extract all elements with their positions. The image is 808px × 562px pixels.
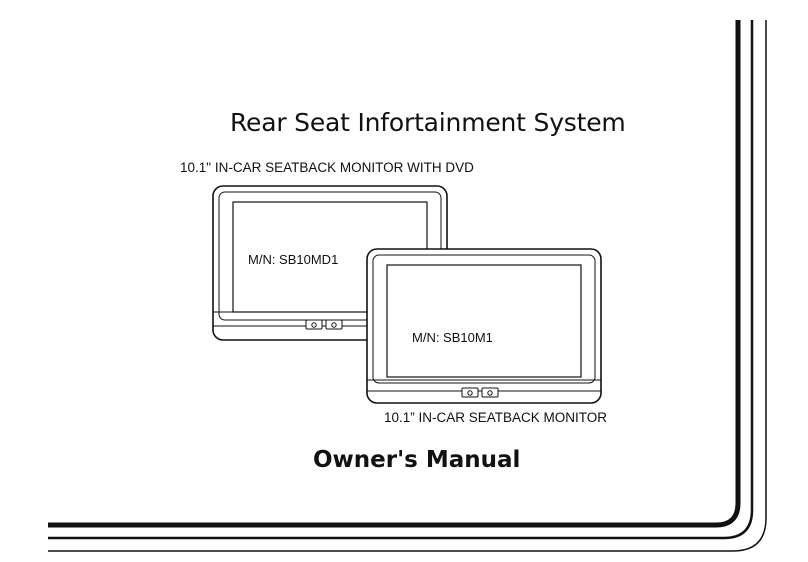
border-line-middle xyxy=(48,20,754,540)
model-number-monitor: M/N: SB10M1 xyxy=(412,330,493,345)
border-line-thin xyxy=(48,20,767,552)
border-line-thick xyxy=(48,20,741,528)
model-number-dvd: M/N: SB10MD1 xyxy=(248,252,339,267)
manual-title: Owner's Manual xyxy=(313,447,521,473)
monitor-buttons xyxy=(461,387,499,398)
product-name-monitor: 10.1” IN-CAR SEATBACK MONITOR xyxy=(384,410,608,425)
monitor-buttons-dvd xyxy=(305,319,343,330)
product-name-dvd: 10.1" IN-CAR SEATBACK MONITOR WITH DVD xyxy=(180,160,474,175)
monitor-illustration-dvd xyxy=(212,185,448,341)
page-title: Rear Seat Infortainment System xyxy=(230,108,626,137)
monitor-illustration xyxy=(366,248,602,404)
